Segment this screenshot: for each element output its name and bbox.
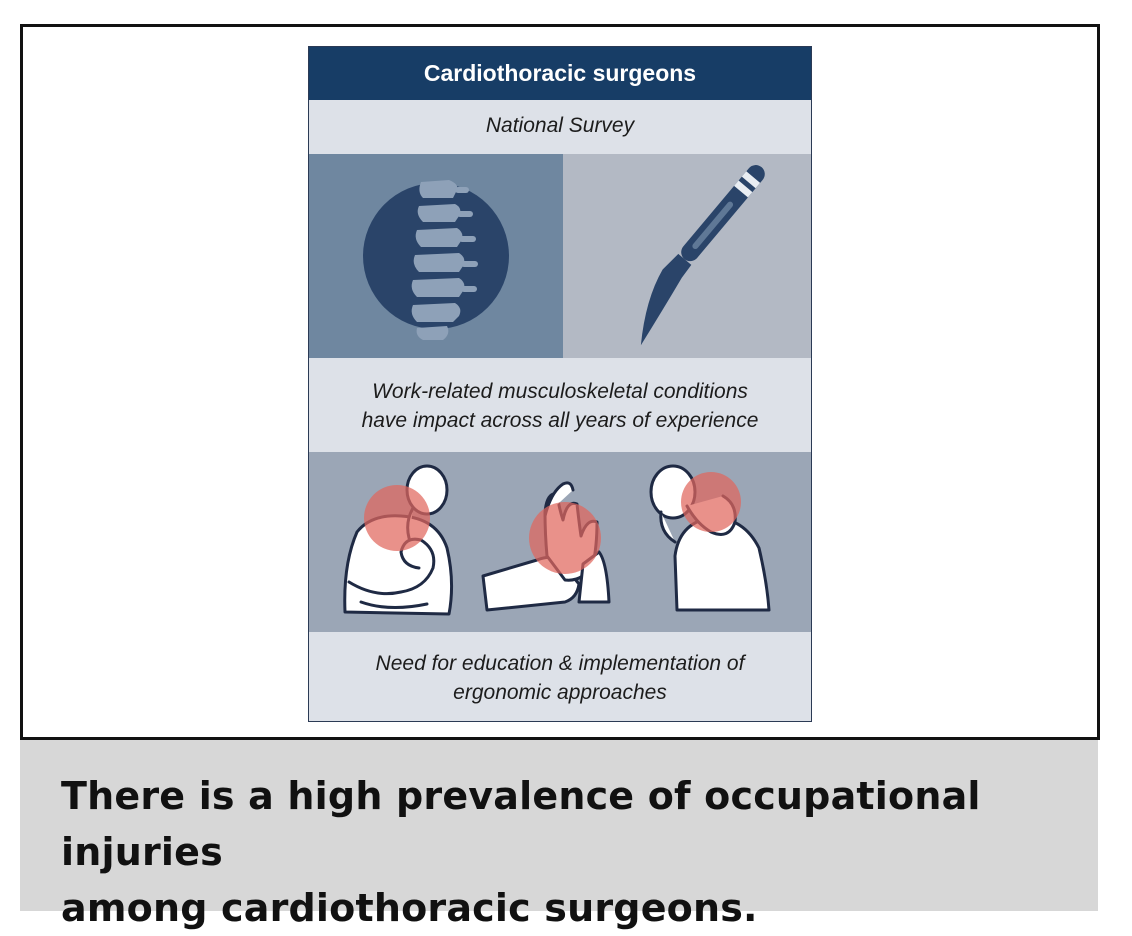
spine-icon bbox=[363, 180, 509, 340]
scalpel-icon bbox=[640, 165, 765, 346]
summary-text: There is a high prevalence of occupation… bbox=[61, 768, 1071, 936]
caption-impact-line-2: have impact across all years of experien… bbox=[361, 409, 759, 432]
wrist-pain-circle bbox=[529, 502, 601, 574]
summary-footer: There is a high prevalence of occupation… bbox=[20, 740, 1098, 930]
graphical-abstract-frame: Cardiothoracic surgeons National Survey bbox=[20, 24, 1100, 740]
card-title: Cardiothoracic surgeons bbox=[309, 47, 811, 100]
pain-illustration-panel bbox=[309, 452, 811, 632]
summary-line-1: There is a high prevalence of occupation… bbox=[61, 774, 981, 874]
scalpel-panel bbox=[563, 154, 811, 358]
pain-illustrations bbox=[343, 464, 771, 616]
infographic-card: Cardiothoracic surgeons National Survey bbox=[308, 46, 812, 722]
neck-pain-circle bbox=[364, 485, 430, 551]
summary-line-2: among cardiothoracic surgeons. bbox=[61, 886, 758, 930]
head-pain-circle bbox=[681, 472, 741, 532]
caption-need-line-2: ergonomic approaches bbox=[453, 681, 667, 704]
caption-impact-line-1: Work-related musculoskeletal conditions bbox=[372, 380, 748, 403]
spine-panel bbox=[309, 154, 563, 358]
caption-need-line-1: Need for education & implementation of bbox=[375, 652, 745, 675]
card-subtitle: National Survey bbox=[485, 114, 635, 137]
